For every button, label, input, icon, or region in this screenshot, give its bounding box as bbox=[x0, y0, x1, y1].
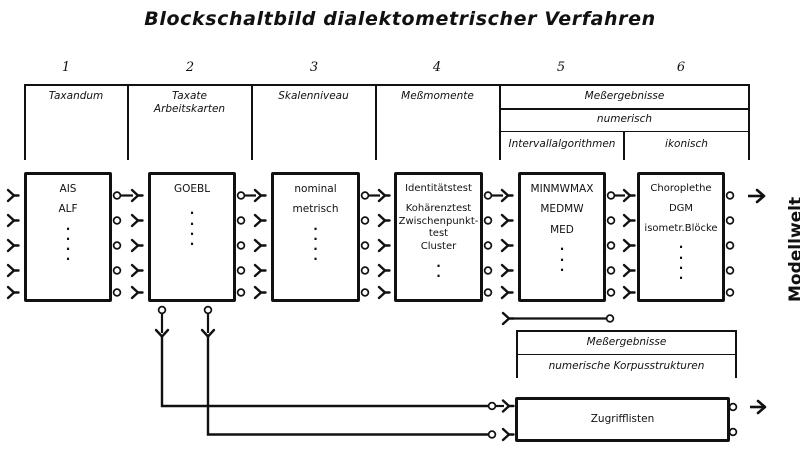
header-table-top-border bbox=[24, 84, 750, 86]
box-4-line-1: Identitätstest bbox=[405, 183, 472, 194]
header-grid-v4 bbox=[499, 84, 501, 160]
lower-table-cell-korpusstrukturen: numerische Korpusstrukturen bbox=[548, 360, 705, 373]
header-grid-v2 bbox=[251, 84, 253, 160]
header-grid-v3 bbox=[375, 84, 377, 160]
ports-box2-out bbox=[236, 191, 256, 297]
box-4-line-5: Cluster bbox=[420, 241, 457, 253]
ports-box1-out bbox=[112, 191, 133, 297]
box-1-ellipsis: .... bbox=[65, 218, 71, 264]
box-2-content: GOEBL .... bbox=[151, 183, 233, 248]
box-6-content: Choroplethe DGM isometr.Blöcke .... bbox=[640, 183, 722, 282]
process-box-4-messmomente[interactable]: Identitätstest Kohärenztest Zwischenpunk… bbox=[394, 172, 483, 302]
box-4-line-3: Zwischenpunkt- bbox=[398, 215, 479, 227]
box-6-ellipsis: .... bbox=[678, 237, 684, 282]
header-cell-numerisch: numerisch bbox=[596, 112, 653, 125]
header-grid-h2 bbox=[499, 131, 750, 133]
ports-box6-out bbox=[725, 191, 735, 297]
box-5-line-1: MINMWMAX bbox=[530, 183, 594, 195]
box-3-line-2: metrisch bbox=[292, 203, 339, 216]
header-grid-v1 bbox=[127, 84, 129, 160]
input-arrows-box-4 bbox=[377, 188, 391, 300]
modellwelt-label: Modellwelt bbox=[786, 196, 800, 302]
box-4-content: Identitätstest Kohärenztest Zwischenpunk… bbox=[397, 183, 480, 281]
process-box-3-skalenniveau[interactable]: nominal metrisch .... bbox=[271, 172, 360, 302]
box-5-ellipsis: ... bbox=[559, 239, 565, 274]
column-number-3: 3 bbox=[309, 60, 319, 75]
box-5-line-2: MEDMW bbox=[540, 203, 584, 216]
input-arrows-box-5 bbox=[500, 188, 514, 300]
box-3-content: nominal metrisch .... bbox=[274, 183, 357, 264]
lower-table-left-border bbox=[516, 330, 518, 378]
box-2-line-1: GOEBL bbox=[173, 183, 211, 195]
input-arrows-box-3 bbox=[253, 188, 267, 300]
box-4-line-4: test bbox=[428, 228, 449, 240]
box-6-line-2: DGM bbox=[668, 202, 694, 214]
input-arrows-box-6 bbox=[622, 188, 636, 300]
header-grid-v6 bbox=[748, 84, 750, 160]
header-cell-intervallalgorithmen: Intervallalgorithmen bbox=[508, 138, 616, 151]
header-cell-taxandum: Taxandum bbox=[48, 90, 104, 103]
lower-table-top-border bbox=[516, 330, 736, 332]
header-grid-h1 bbox=[499, 108, 750, 110]
ports-box4-out bbox=[483, 191, 503, 297]
ports-box5-out bbox=[606, 191, 625, 297]
column-number-5: 5 bbox=[556, 60, 566, 75]
box-4-ellipsis: .. bbox=[436, 255, 441, 281]
box-4-line-2: Kohärenztest bbox=[405, 202, 472, 214]
box-3-line-1: nominal bbox=[294, 183, 337, 195]
column-number-4: 4 bbox=[432, 60, 442, 75]
zugrifflisten-content: Zugrifflisten bbox=[518, 400, 727, 439]
box-3-ellipsis: .... bbox=[313, 218, 318, 264]
header-grid-v0 bbox=[24, 84, 26, 160]
column-number-2: 2 bbox=[185, 60, 195, 75]
box-6-line-1: Choroplethe bbox=[650, 183, 712, 194]
feedback-line-box5 bbox=[501, 311, 615, 326]
column-number-6: 6 bbox=[676, 60, 686, 75]
process-box-zugrifflisten[interactable]: Zugrifflisten bbox=[515, 397, 730, 442]
lower-table-cell-messergebnisse: Meßergebnisse bbox=[586, 336, 667, 349]
box-1-line-1: AIS bbox=[59, 183, 77, 195]
input-arrows-box-2 bbox=[130, 188, 144, 300]
header-cell-skalenniveau: Skalenniveau bbox=[278, 90, 349, 103]
column-number-1: 1 bbox=[61, 60, 71, 75]
header-cell-ikonisch: ikonisch bbox=[665, 138, 708, 151]
header-cell-messergebnisse: Meßergebnisse bbox=[584, 90, 665, 103]
page-title: Blockschaltbild dialektometrischer Verfa… bbox=[144, 8, 656, 30]
input-arrows-box-1 bbox=[6, 188, 20, 300]
box-1-content: AIS ALF .... bbox=[27, 183, 109, 264]
header-cell-taxate-arbeitskarten: Taxate Arbeitskarten bbox=[153, 89, 226, 115]
box-1-line-2: ALF bbox=[58, 203, 78, 216]
header-grid-v5 bbox=[623, 131, 625, 160]
lower-table-right-border bbox=[735, 330, 737, 378]
process-box-1-taxandum[interactable]: AIS ALF .... bbox=[24, 172, 112, 302]
box-5-line-3: MED bbox=[550, 223, 574, 236]
process-box-6-ikonisch[interactable]: Choroplethe DGM isometr.Blöcke .... bbox=[637, 172, 725, 302]
box-2-ellipsis: .... bbox=[189, 203, 195, 248]
process-box-5-numerisch[interactable]: MINMWMAX MEDMW MED ... bbox=[518, 172, 606, 302]
lower-table-mid-border bbox=[516, 354, 736, 356]
header-cell-messmomente: Meßmomente bbox=[401, 90, 474, 103]
ports-box3-out bbox=[360, 191, 380, 297]
box-6-line-3: isometr.Blöcke bbox=[644, 222, 718, 234]
box-5-content: MINMWMAX MEDMW MED ... bbox=[521, 183, 603, 274]
output-arrow-modellwelt bbox=[748, 188, 766, 204]
process-box-2-goebl[interactable]: GOEBL .... bbox=[148, 172, 236, 302]
zugrifflisten-label: Zugrifflisten bbox=[590, 412, 655, 425]
feedback-routing-to-zugrifflisten bbox=[154, 305, 504, 439]
